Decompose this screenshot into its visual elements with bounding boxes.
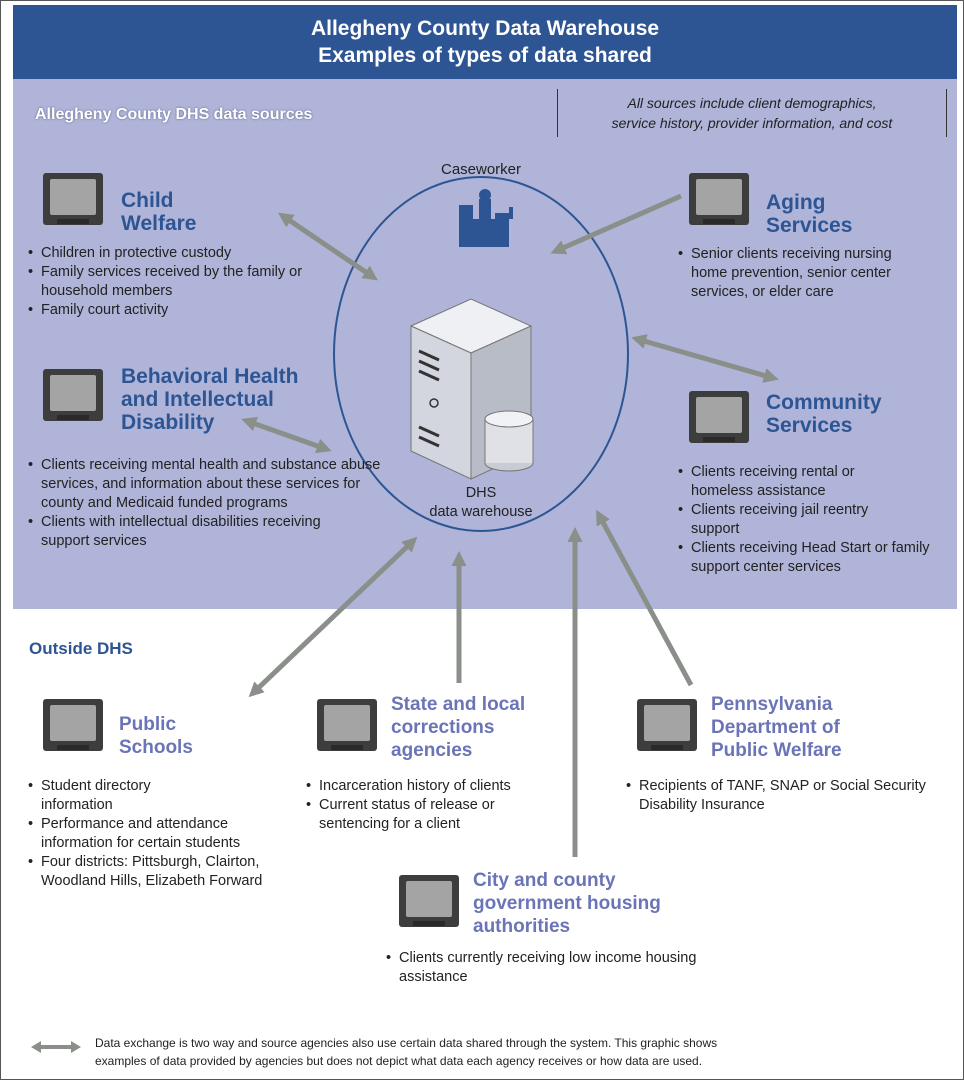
node-title-public-schools: Public Schools xyxy=(119,714,193,758)
monitor-icon xyxy=(399,875,459,927)
double-arrow-icon xyxy=(31,1041,81,1053)
node-items-behavioral-health: Clients receiving mental health and subs… xyxy=(27,456,381,551)
list-item: Recipients of TANF, SNAP or Social Secur… xyxy=(626,777,939,815)
list-item: Current status of release or sentencing … xyxy=(306,796,549,834)
list-item: Student directory information xyxy=(28,777,211,815)
list-item: Incarceration history of clients xyxy=(306,777,599,796)
warehouse-hub-circle xyxy=(333,176,629,532)
outside-dhs-title: Outside DHS xyxy=(29,639,133,658)
monitor-icon xyxy=(43,699,103,751)
monitor-icon xyxy=(689,173,749,225)
footer-note-line2: examples of data provided by agencies bu… xyxy=(95,1054,703,1068)
node-items-public-welfare: Recipients of TANF, SNAP or Social Secur… xyxy=(625,777,939,815)
list-item: Children in protective custody xyxy=(28,244,361,263)
list-item: Senior clients receiving nursing home pr… xyxy=(678,245,931,302)
node-title-community-services: Community Services xyxy=(766,391,882,437)
warehouse-label: DHS data warehouse xyxy=(381,484,581,522)
list-item: Family court activity xyxy=(28,301,361,320)
node-items-corrections: Incarceration history of clients Current… xyxy=(305,777,599,834)
list-item: Clients receiving rental or homeless ass… xyxy=(678,463,891,501)
sources-note-line2: service history, provider information, a… xyxy=(611,115,893,131)
monitor-icon xyxy=(637,699,697,751)
header-banner: Allegheny County Data Warehouse Examples… xyxy=(13,5,957,79)
list-item: Performance and attendance information f… xyxy=(28,815,251,853)
list-item: Four districts: Pittsburgh, Clairton, Wo… xyxy=(28,853,271,891)
node-title-aging-services: Aging Services xyxy=(766,191,853,237)
node-items-public-schools: Student directory information Performanc… xyxy=(27,777,281,891)
list-item: Clients with intellectual disabilities r… xyxy=(28,513,341,551)
sources-note-line1: All sources include client demographics, xyxy=(627,95,877,111)
node-title-public-welfare: Pennsylvania Department of Public Welfar… xyxy=(711,694,842,761)
caseworker-label: Caseworker xyxy=(440,161,522,178)
header-title-line2: Examples of types of data shared xyxy=(318,44,652,67)
node-items-community-services: Clients receiving rental or homeless ass… xyxy=(677,463,961,577)
node-items-housing: Clients currently receiving low income h… xyxy=(385,949,729,987)
footer-note-line1: Data exchange is two way and source agen… xyxy=(95,1036,718,1050)
node-title-housing: City and county government housing autho… xyxy=(473,870,661,937)
list-item: Family services received by the family o… xyxy=(28,263,337,301)
node-title-child-welfare: Child Welfare xyxy=(121,189,197,235)
monitor-icon xyxy=(43,173,103,225)
list-item: Clients receiving mental health and subs… xyxy=(28,456,381,513)
list-item: Clients currently receiving low income h… xyxy=(386,949,729,987)
footer-note: Data exchange is two way and source agen… xyxy=(95,1034,935,1070)
node-title-corrections: State and local corrections agencies xyxy=(391,694,526,761)
warehouse-label-line2: data warehouse xyxy=(429,504,533,520)
list-item: Clients receiving Head Start or family s… xyxy=(678,539,951,577)
monitor-icon xyxy=(43,369,103,421)
monitor-icon xyxy=(317,699,377,751)
node-items-aging-services: Senior clients receiving nursing home pr… xyxy=(677,245,931,302)
dhs-sources-title: Allegheny County DHS data sources xyxy=(35,106,313,123)
header-title-line1: Allegheny County Data Warehouse xyxy=(310,17,660,40)
sources-note: All sources include client demographics,… xyxy=(557,89,947,137)
node-title-behavioral-health: Behavioral Health and Intellectual Disab… xyxy=(121,365,299,434)
warehouse-label-line1: DHS xyxy=(465,485,497,501)
monitor-icon xyxy=(689,391,749,443)
list-item: Clients receiving jail reentry support xyxy=(678,501,891,539)
node-items-child-welfare: Children in protective custody Family se… xyxy=(27,244,361,320)
